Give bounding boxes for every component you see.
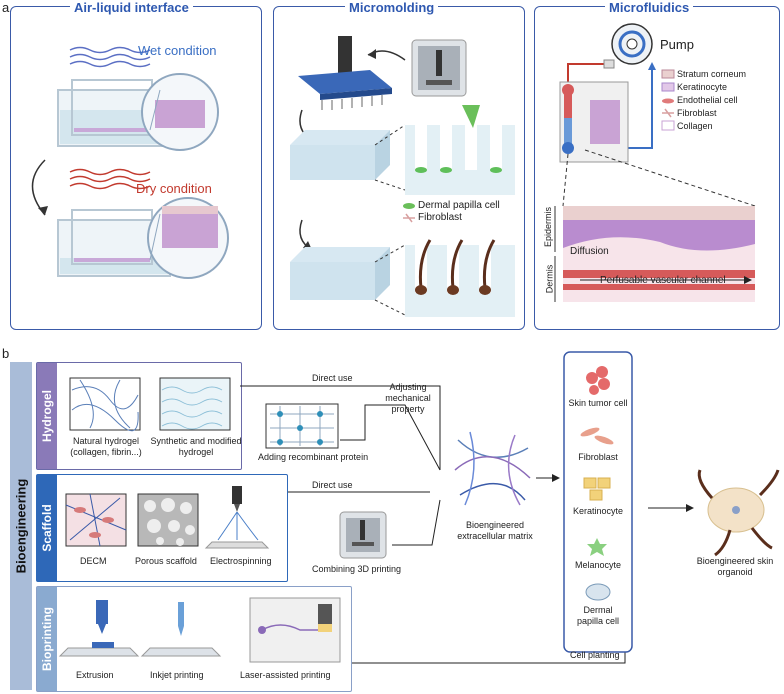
direct-use-label-2: Direct use	[312, 480, 353, 490]
natural-hydrogel-label: Natural hydrogel (collagen, fibrin...)	[70, 436, 142, 457]
micromolding-title: Micromolding	[345, 0, 439, 15]
direct-use-label-1: Direct use	[312, 373, 353, 383]
cell-planting-label: Cell planting	[570, 650, 620, 660]
legend-stratum-corneum: Stratum corneum	[677, 69, 747, 79]
panel-a-letter: a	[2, 0, 10, 15]
legend-collagen: Collagen	[677, 121, 713, 131]
panel-b-letter: b	[2, 346, 10, 361]
scaffold-item-electrospinning: Electrospinning	[210, 556, 272, 566]
ecm-label: Bioengineered extracellular matrix	[457, 520, 533, 541]
scaffold-bar: Scaffold	[37, 475, 57, 581]
wet-condition-label: Wet condition	[138, 43, 217, 58]
hydrogel-bar: Hydrogel	[37, 363, 57, 469]
bioprinting-item-extrusion: Extrusion	[76, 670, 114, 680]
pump-label: Pump	[660, 37, 694, 52]
bioprinting-item-inkjet: Inkjet printing	[150, 670, 204, 680]
bioengineering-bar: Bioengineering	[10, 362, 32, 690]
bioprinting-item-laser: Laser-assisted printing	[240, 670, 331, 680]
scaffold-item-porous: Porous scaffold	[135, 556, 197, 566]
cell-fibroblast: Fibroblast	[578, 452, 618, 462]
cell-keratinocyte: Keratinocyte	[572, 506, 624, 516]
adjusting-label: Adjusting mechanical property	[385, 382, 431, 414]
cell-skin-tumor: Skin tumor cell	[568, 398, 628, 408]
synthetic-hydrogel-label: Synthetic and modified hydrogel	[150, 436, 242, 457]
dermal-papilla-label: Dermal papilla cell	[418, 200, 500, 211]
bioprinting-bar: Bioprinting	[37, 587, 57, 691]
channel-label: Perfusable vascular channel	[600, 275, 726, 286]
legend-fibroblast: Fibroblast	[677, 108, 717, 118]
organoid-label: Bioengineered skin organoid	[696, 556, 774, 577]
cell-melanocyte: Melanocyte	[574, 560, 622, 570]
combining-3d-label: Combining 3D printing	[312, 564, 402, 574]
microfluidics-title: Microfluidics	[605, 0, 694, 15]
fibroblast-label-mm: Fibroblast	[418, 212, 462, 223]
dry-condition-label: Dry condition	[136, 181, 212, 196]
cell-dermal-papilla: Dermal papilla cell	[576, 605, 620, 626]
scaffold-item-decm: DECM	[80, 556, 107, 566]
recombinant-protein-label: Adding recombinant protein	[258, 452, 369, 462]
diffusion-label: Diffusion	[570, 246, 609, 257]
air-liquid-title: Air-liquid interface	[70, 0, 193, 15]
legend-endothelial-cell: Endothelial cell	[677, 95, 738, 105]
legend-keratinocyte: Keratinocyte	[677, 82, 728, 92]
